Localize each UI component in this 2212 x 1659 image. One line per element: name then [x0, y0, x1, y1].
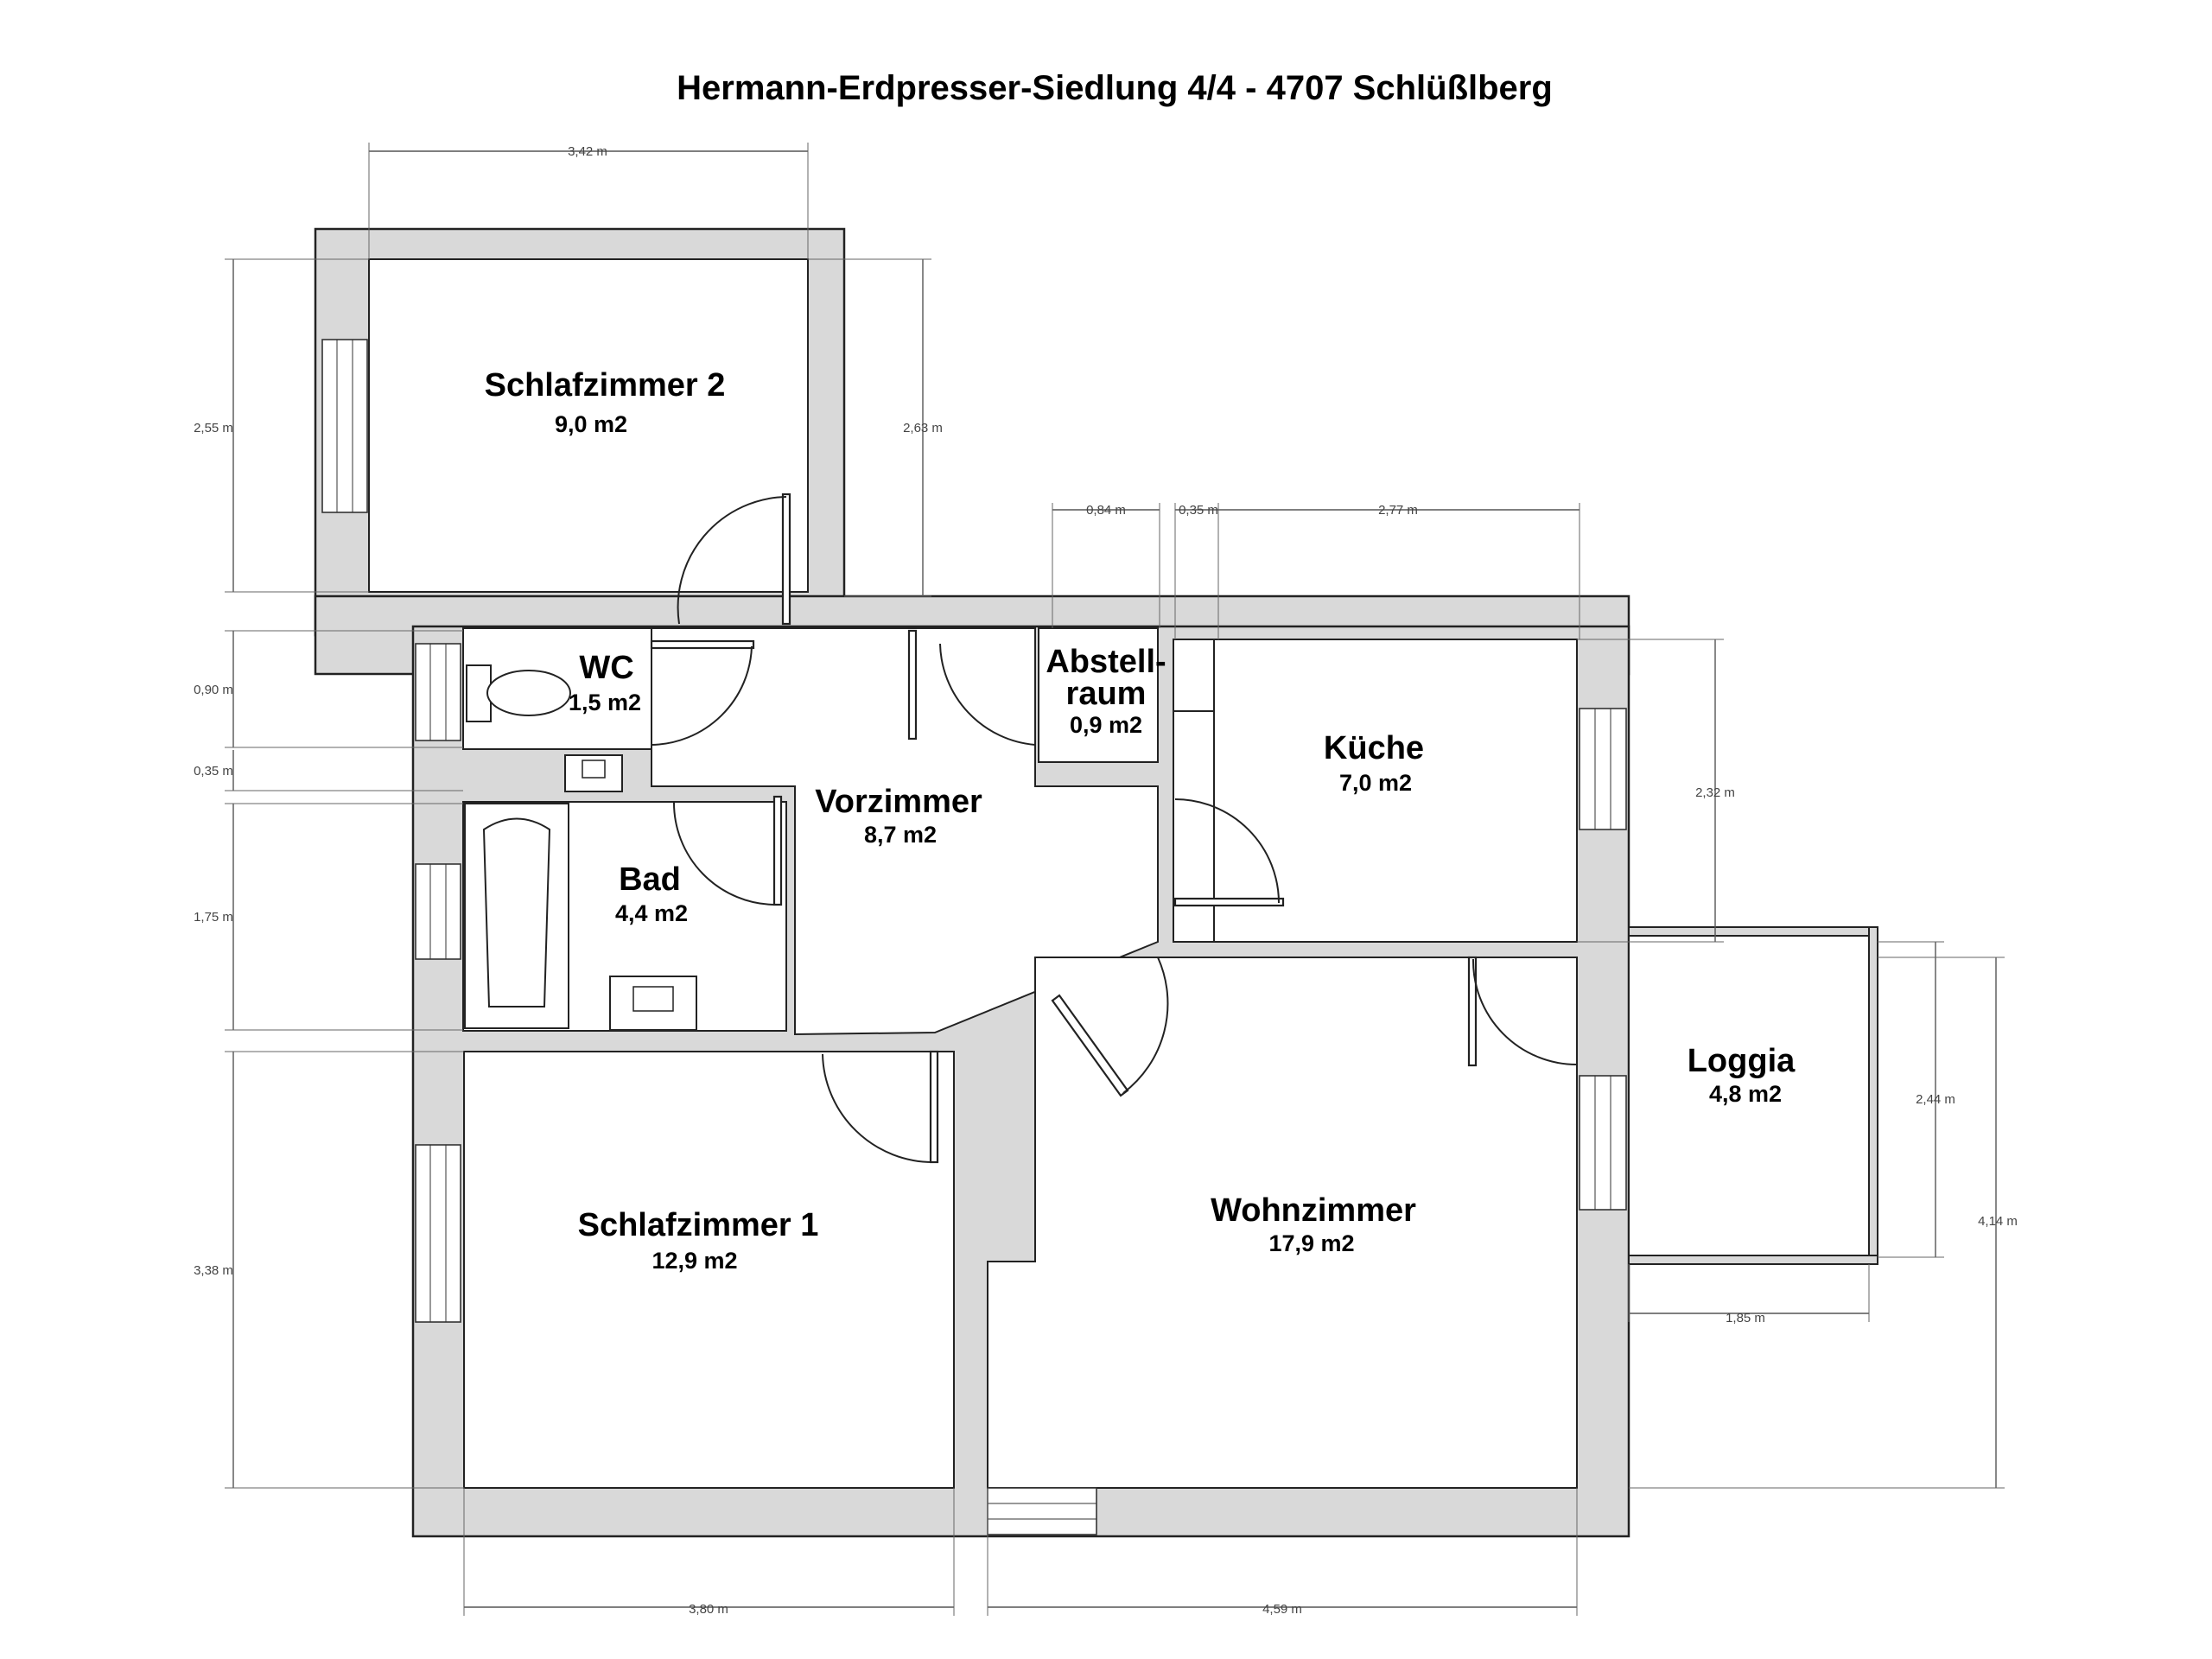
room-area-wohnzimmer: 17,9 m2: [1268, 1230, 1354, 1256]
dim-abstell-width: 0,84 m: [1086, 503, 1126, 518]
window-sz2: [321, 339, 368, 513]
room-labels: Schlafzimmer 2 9,0 m2 WC 1,5 m2 Abstell-…: [485, 367, 1796, 1274]
room-area-schlafzimmer2: 9,0 m2: [555, 411, 627, 437]
room-interiors: [368, 258, 1878, 1489]
dim-left-sz1-height: 3,38 m: [194, 1263, 233, 1278]
room-area-abstellraum: 0,9 m2: [1070, 712, 1142, 738]
plan-title: Hermann-Erdpresser-Siedlung 4/4 - 4707 S…: [677, 69, 1553, 107]
dimension-lines: 3,42 m 2,55 m 2,63 m 0,84 m 0,35 m 2,77 …: [194, 143, 2018, 1617]
room-name-kueche: Küche: [1324, 730, 1424, 766]
window-kueche: [1579, 708, 1627, 830]
room-name-schlafzimmer1: Schlafzimmer 1: [578, 1207, 819, 1243]
toilet-icon: [486, 670, 571, 716]
windows: [321, 339, 1627, 1535]
room-name-abstellraum-1: Abstell-: [1046, 644, 1166, 680]
room-name-schlafzimmer2: Schlafzimmer 2: [485, 367, 726, 404]
dim-wall-gap: 0,35 m: [1179, 503, 1218, 518]
room-area-bad: 4,4 m2: [615, 900, 688, 926]
dim-bottom-sz1-width: 3,80 m: [689, 1602, 728, 1617]
window-sz1: [415, 1144, 461, 1323]
dim-loggia-width: 1,85 m: [1726, 1311, 1765, 1325]
room-area-vorzimmer: 8,7 m2: [864, 822, 937, 848]
room-area-wc: 1,5 m2: [569, 690, 641, 715]
dim-left-wc-height: 0,90 m: [194, 683, 233, 697]
dim-left-bad-height: 1,75 m: [194, 910, 233, 925]
room-area-loggia: 4,8 m2: [1709, 1081, 1782, 1107]
room-name-loggia: Loggia: [1688, 1043, 1796, 1079]
dim-kueche-width: 2,77 m: [1378, 503, 1418, 518]
room-area-schlafzimmer1: 12,9 m2: [652, 1248, 737, 1274]
window-wc: [415, 643, 461, 741]
room-name-wc: WC: [579, 650, 633, 686]
room-area-kueche: 7,0 m2: [1339, 770, 1412, 796]
dim-right-sz2-height: 2,63 m: [903, 421, 943, 435]
window-wohn: [1579, 1075, 1627, 1211]
fixtures: [464, 664, 697, 1031]
dim-wohn-height: 4,14 m: [1978, 1214, 2018, 1229]
room-name-vorzimmer: Vorzimmer: [815, 784, 982, 820]
window-bad: [415, 863, 461, 960]
room-name-abstellraum-2: raum: [1066, 676, 1147, 712]
dim-right-kueche-height: 2,32 m: [1695, 785, 1735, 800]
dim-top-sz2-width: 3,42 m: [568, 144, 607, 159]
window-wohn-bottom: [987, 1487, 1097, 1535]
dim-left-sz2-height: 2,55 m: [194, 421, 233, 435]
loggia-railing: [1628, 926, 1878, 1265]
dim-loggia-height: 2,44 m: [1916, 1092, 1955, 1107]
room-name-bad: Bad: [619, 861, 681, 898]
room-name-wohnzimmer: Wohnzimmer: [1211, 1192, 1416, 1229]
dim-left-wall-height: 0,35 m: [194, 764, 233, 779]
dim-bottom-wohn-width: 4,59 m: [1262, 1602, 1302, 1617]
doors: [650, 493, 1578, 1164]
